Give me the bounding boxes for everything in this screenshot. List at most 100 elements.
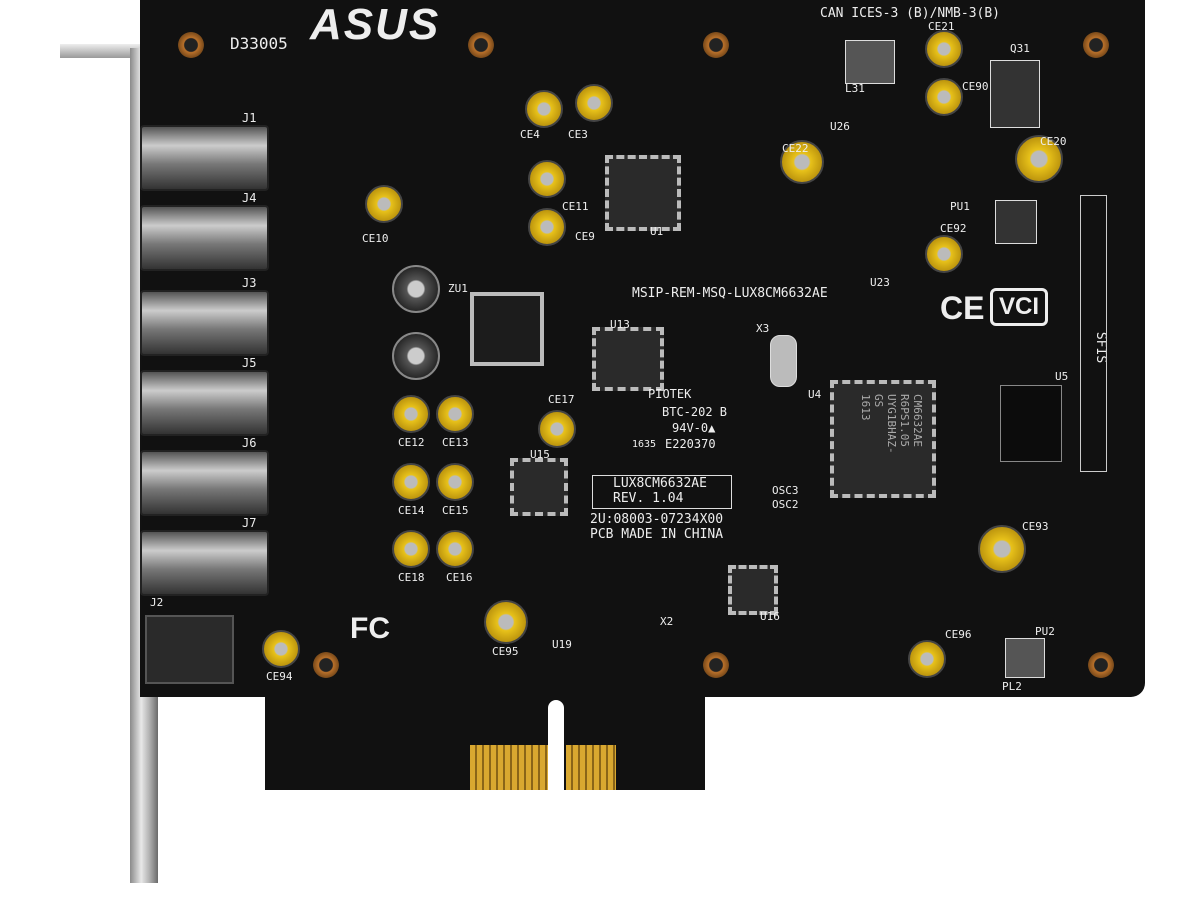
board-model: LUX8CM6632AE xyxy=(613,476,707,491)
capacitor xyxy=(925,78,963,116)
ref-label: CE93 xyxy=(1022,520,1049,533)
chip-u16 xyxy=(728,565,778,615)
board-part: 2U:08003-07234X00 xyxy=(590,512,724,527)
asus-logo: ASUS xyxy=(310,0,441,49)
compliance-text: CAN ICES-3 (B)/NMB-3(B) xyxy=(820,6,1001,21)
chip-u13 xyxy=(592,327,664,391)
board-label-box: LUX8CM6632AE REV. 1.04 xyxy=(592,475,732,509)
ref-label: CE9 xyxy=(575,230,595,243)
capacitor xyxy=(575,84,613,122)
capacitor xyxy=(365,185,403,223)
audio-jack[interactable]: J6 xyxy=(140,436,269,516)
capacitor xyxy=(528,208,566,246)
capacitor xyxy=(978,525,1026,573)
ref-label: X2 xyxy=(660,615,674,628)
optical-port[interactable] xyxy=(145,615,234,684)
ref-label: CE12 xyxy=(398,436,425,449)
ref-label: CE18 xyxy=(398,571,425,584)
ref-label: U4 xyxy=(808,388,822,401)
msip-text: MSIP-REM-MSQ-LUX8CM6632AE xyxy=(632,286,828,301)
ref-label: U5 xyxy=(1055,370,1069,383)
audio-jack[interactable]: J4 xyxy=(140,191,269,271)
fcc-mark: FC xyxy=(350,612,390,645)
chip-zu1 xyxy=(470,292,544,366)
capacitor xyxy=(436,395,474,433)
ref-label: OSC2 xyxy=(772,498,799,511)
board-rev: REV. 1.04 xyxy=(613,491,684,506)
inductor-pl2 xyxy=(1005,638,1045,678)
inductor-l31 xyxy=(845,40,895,84)
ref-label: U26 xyxy=(830,120,850,133)
capacitor xyxy=(525,90,563,128)
capacitor xyxy=(392,530,430,568)
chip-u15 xyxy=(510,458,568,516)
ref-label: U15 xyxy=(530,448,550,461)
audio-jack[interactable]: J1 xyxy=(140,111,269,191)
ref-label: CE11 xyxy=(562,200,589,213)
audio-jack[interactable]: J3 xyxy=(140,276,269,356)
codec-line: 1613 xyxy=(859,394,872,421)
ref-label: CE14 xyxy=(398,504,425,517)
codec-line: R6PS1.05 xyxy=(898,394,911,447)
regulator-pu1 xyxy=(995,200,1037,244)
cert-mark: D33005 xyxy=(230,34,288,53)
ref-label: CE90 xyxy=(962,80,989,93)
ref-label: ZU1 xyxy=(448,282,468,295)
capacitor xyxy=(908,640,946,678)
ref-label: U13 xyxy=(610,318,630,331)
capacitor-black xyxy=(392,332,440,380)
ref-label: CE94 xyxy=(266,670,293,683)
mounting-hole xyxy=(703,652,729,678)
capacitor xyxy=(392,395,430,433)
mounting-hole xyxy=(1088,652,1114,678)
capacitor xyxy=(925,235,963,273)
ce-mark: CE xyxy=(940,290,985,326)
audio-jack[interactable]: J7 xyxy=(140,516,269,596)
ref-label: CE92 xyxy=(940,222,967,235)
ref-label: L31 xyxy=(845,82,865,95)
ref-label: CE95 xyxy=(492,645,519,658)
capacitor xyxy=(780,140,824,184)
pcb-maker-name: PIOTEK xyxy=(648,387,692,401)
pcb-maker-ul: E220370 xyxy=(665,437,716,451)
mounting-hole xyxy=(1083,32,1109,58)
audio-jack[interactable]: J5 xyxy=(140,356,269,436)
capacitor xyxy=(436,530,474,568)
pcb-maker-type: BTC-202 B xyxy=(662,405,728,419)
ref-label: CE21 xyxy=(928,20,955,33)
ref-label: CE96 xyxy=(945,628,972,641)
crystal-x3 xyxy=(770,335,797,387)
ref-label: PU2 xyxy=(1035,625,1055,638)
sfis-box xyxy=(1080,195,1107,472)
chip-u1 xyxy=(605,155,681,231)
ref-label: OSC3 xyxy=(772,484,799,497)
capacitor xyxy=(1015,135,1063,183)
ref-label: U1 xyxy=(650,225,664,238)
ref-label: CE17 xyxy=(548,393,575,406)
regulator-q31 xyxy=(990,60,1040,128)
capacitor xyxy=(484,600,528,644)
ref-label: CE22 xyxy=(782,142,809,155)
ref-label: CE10 xyxy=(362,232,389,245)
mounting-hole xyxy=(178,32,204,58)
chip-u5 xyxy=(1000,385,1062,462)
optical-label: J2 xyxy=(150,596,164,609)
gold-fingers-right xyxy=(566,745,616,790)
codec-line: CM6632AE xyxy=(911,394,924,447)
board-origin: PCB MADE IN CHINA xyxy=(590,527,724,542)
ref-label: U23 xyxy=(870,276,890,289)
key-notch xyxy=(548,700,564,790)
ref-label: CE16 xyxy=(446,571,473,584)
mounting-hole xyxy=(468,32,494,58)
capacitor xyxy=(925,30,963,68)
pcb-maker-rating: 94V-0▲ xyxy=(672,421,716,435)
ref-label: CE13 xyxy=(442,436,469,449)
ref-label: U16 xyxy=(760,610,780,623)
capacitor xyxy=(528,160,566,198)
ref-label: Q31 xyxy=(1010,42,1030,55)
capacitor xyxy=(392,463,430,501)
capacitor xyxy=(436,463,474,501)
mounting-hole xyxy=(703,32,729,58)
mounting-hole xyxy=(313,652,339,678)
pcb-date: 1635 xyxy=(632,439,657,450)
